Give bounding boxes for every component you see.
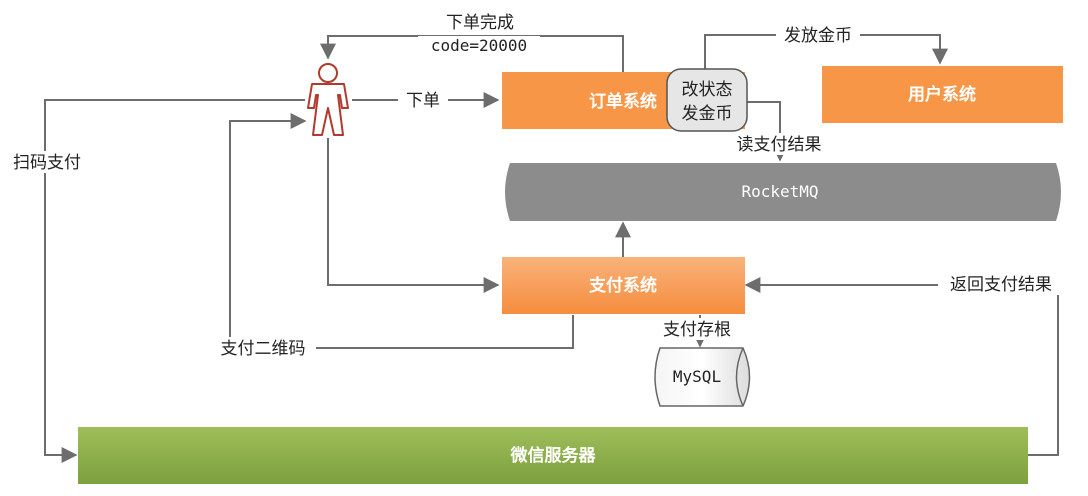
edge-person-to-pay (327, 138, 500, 293)
edge-label-order-done: 下单完成 (446, 13, 514, 33)
edge-label-read-pay-result: 读支付结果 (737, 135, 822, 155)
change-state-badge (666, 68, 748, 132)
edge-label-return-pay-result: 返回支付结果 (950, 275, 1052, 295)
wechat-server-box (78, 427, 1028, 484)
edge-scan-pay (44, 99, 305, 463)
edge-label-order-done-code: code=20000 (431, 36, 527, 55)
wechat-server-label: 微信服务器 (510, 445, 597, 466)
edge-label-pay-stub: 支付存根 (663, 320, 731, 340)
edge-label-place-order: 下单 (406, 91, 440, 111)
edge-label-pay-qrcode: 支付二维码 (221, 339, 306, 359)
user-system-label: 用户系统 (908, 84, 976, 105)
order-system-label: 订单系统 (589, 91, 657, 112)
edge-label-issue-coins: 发放金币 (784, 26, 852, 46)
user-system-box (822, 66, 1063, 123)
rocketmq-label: RocketMQ (741, 182, 818, 201)
pay-system-label: 支付系统 (589, 275, 657, 296)
rocketmq-queue (505, 163, 1061, 221)
pay-system-box (502, 257, 745, 314)
mysql-db-edge (735, 347, 744, 407)
mysql-label: MySQL (673, 367, 721, 386)
change-state-line1: 改状态 (682, 80, 733, 100)
user-person-icon (307, 63, 349, 136)
edge-label-scan-pay: 扫码支付 (13, 153, 81, 173)
change-state-line2: 发金币 (682, 104, 733, 124)
edge-return-pay-result (744, 277, 1059, 456)
